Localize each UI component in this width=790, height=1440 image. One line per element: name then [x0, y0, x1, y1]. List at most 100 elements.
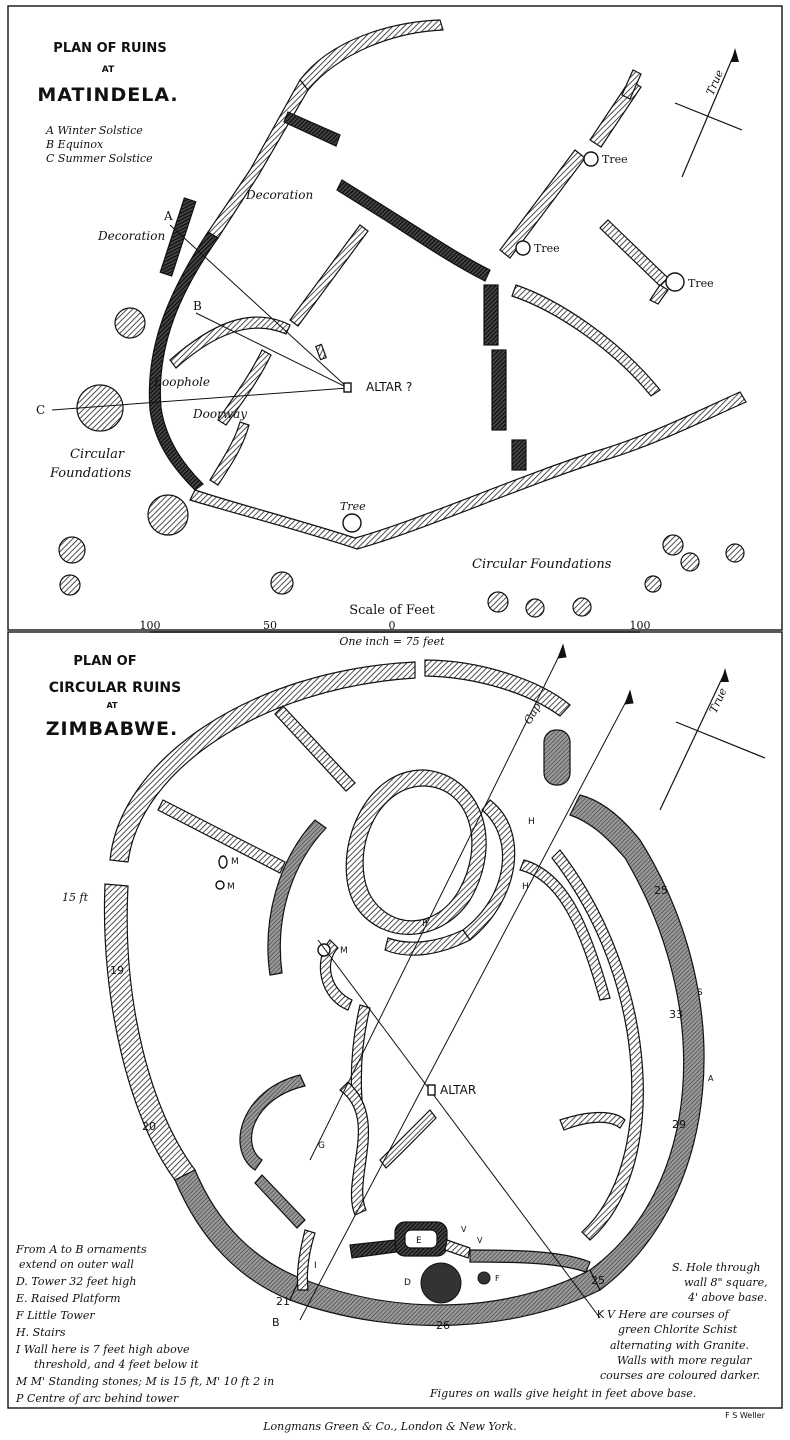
- legend-line: P Centre of arc behind tower: [15, 1392, 179, 1405]
- tree-label: Tree: [602, 153, 628, 166]
- legend-line: green Chlorite Schist: [618, 1323, 738, 1336]
- circular-foundations-label: Circular Foundations: [472, 557, 612, 572]
- point-label: M: [227, 882, 235, 892]
- point-label: G: [318, 1141, 325, 1151]
- doorway-label: Doorway: [192, 407, 247, 421]
- point-label: I: [314, 1261, 317, 1271]
- legend-line: extend on outer wall: [19, 1258, 134, 1271]
- legend-line: V Here are courses of: [607, 1308, 731, 1321]
- tree-marker: [583, 151, 599, 167]
- scale-bar: Scale of Feet 100 50 0 100 One inch = 75…: [140, 603, 651, 648]
- tree-marker: [342, 513, 362, 533]
- point-label: M: [231, 857, 239, 867]
- decoration-label: Decoration: [245, 188, 313, 202]
- little-tower: [477, 1271, 491, 1285]
- decoration-label: Decoration: [97, 229, 165, 243]
- point-label: H: [522, 882, 529, 892]
- scale-tick: 50: [263, 619, 277, 632]
- matindela-north-label: True: [704, 68, 726, 98]
- engraver-credit: F S Weller: [725, 1411, 765, 1420]
- legend-line: threshold, and 4 feet below it: [34, 1358, 199, 1371]
- point-b-label: B: [193, 299, 202, 313]
- scale-tick: 100: [140, 619, 161, 632]
- wall-height: 25: [654, 884, 668, 897]
- sight-lines: [299, 643, 634, 1321]
- legend-line: E. Raised Platform: [15, 1292, 121, 1305]
- tree-label: Tree: [340, 500, 366, 513]
- point-label: V: [461, 1225, 467, 1234]
- legend-line: D. Tower 32 feet high: [15, 1275, 136, 1288]
- point-label: E: [416, 1236, 422, 1246]
- zimbabwe-title-4: ZIMBABWE.: [46, 718, 179, 740]
- loophole-label: Loophole: [153, 375, 210, 389]
- point-label: B: [272, 1316, 280, 1329]
- scale-title: Scale of Feet: [349, 603, 435, 618]
- zimbabwe-title-3: AT: [106, 701, 118, 710]
- zimbabwe-altar-label: ALTAR: [440, 1083, 476, 1097]
- matindela-title-2: AT: [102, 65, 115, 75]
- matindela-title-3: MATINDELA.: [37, 84, 178, 106]
- legend-line: alternating with Granite.: [610, 1339, 749, 1352]
- matindela-legend-3: C Summer Solstice: [46, 152, 153, 165]
- scale-tick: 100: [630, 619, 651, 632]
- wall-height: 20: [142, 1120, 156, 1133]
- legend-line: Walls with more regular: [617, 1354, 752, 1367]
- point-label: D: [404, 1278, 411, 1288]
- zimbabwe-legend-left: From A to B ornaments extend on outer wa…: [15, 1243, 274, 1405]
- wall-height: 26: [436, 1319, 450, 1332]
- legend-line: wall 8" square,: [684, 1276, 768, 1289]
- standing-stone: [218, 855, 228, 869]
- legend-line: H. Stairs: [15, 1326, 66, 1339]
- solstice-lines: [51, 224, 349, 411]
- point-label: V: [477, 1236, 483, 1245]
- scale-tick: 0: [389, 619, 396, 632]
- publisher-credit: Longmans Green & Co., London & New York.: [262, 1420, 516, 1433]
- tree-marker: [515, 240, 531, 256]
- point-a-label: A: [163, 209, 173, 223]
- matindela-north-arrow: True: [674, 48, 743, 178]
- wall-height: 29: [672, 1118, 686, 1131]
- zimbabwe-north-label: True: [707, 686, 730, 716]
- legend-line: I Wall here is 7 feet high above: [15, 1343, 190, 1356]
- point-label: H: [528, 817, 535, 827]
- legend-line: F Little Tower: [15, 1309, 95, 1322]
- matindela-walls: [148, 19, 747, 550]
- standing-stone: [215, 880, 225, 890]
- legend-line: courses are coloured darker.: [600, 1369, 760, 1382]
- conical-tower: [420, 1262, 462, 1304]
- tree-marker: [665, 272, 685, 292]
- zimbabwe-title-1: PLAN OF: [73, 654, 136, 669]
- zimbabwe-legend-right: S. Hole through wall 8" square, 4' above…: [429, 1261, 768, 1400]
- matindela-plan: PLAN OF RUINS AT MATINDELA. A Winter Sol…: [36, 19, 747, 618]
- legend-line: From A to B ornaments: [15, 1243, 147, 1256]
- altar-label: ALTAR ?: [366, 380, 412, 394]
- point-label: A: [708, 1074, 714, 1083]
- wall-height: 33: [669, 1008, 683, 1021]
- standing-stone: [317, 943, 331, 957]
- altar-marker: [343, 382, 352, 393]
- matindela-legend-1: A Winter Solstice: [45, 124, 143, 137]
- point-c-label: C: [36, 403, 45, 417]
- wall-height: 25: [591, 1274, 605, 1287]
- height-15-label: 15 ft: [62, 891, 89, 904]
- matindela-legend-2: B Equinox: [45, 138, 104, 151]
- scale-note: One inch = 75 feet: [339, 635, 445, 648]
- circular-foundations-label: Circular: [70, 447, 125, 462]
- zimbabwe-walls: [103, 659, 705, 1327]
- point-label: M: [340, 946, 348, 956]
- tree-label: Tree: [534, 242, 560, 255]
- wall-height: 19: [110, 964, 124, 977]
- zimbabwe-north-arrow: True: [659, 668, 766, 811]
- point-label: S: [697, 988, 703, 998]
- point-label: K: [597, 1308, 605, 1321]
- point-label: F: [495, 1274, 500, 1283]
- upper-frame: [7, 5, 783, 631]
- point-label: P: [422, 919, 428, 929]
- zimbabwe-title-2: CIRCULAR RUINS: [49, 680, 181, 696]
- circular-foundations-label: Foundations: [49, 466, 132, 481]
- tree-label: Tree: [688, 277, 714, 290]
- legend-line: Figures on walls give height in feet abo…: [429, 1387, 696, 1400]
- zimbabwe-plan: PLAN OF CIRCULAR RUINS AT ZIMBABWE. True: [15, 643, 768, 1405]
- legend-line: S. Hole through: [672, 1261, 760, 1274]
- zimbabwe-altar-marker: [427, 1084, 436, 1096]
